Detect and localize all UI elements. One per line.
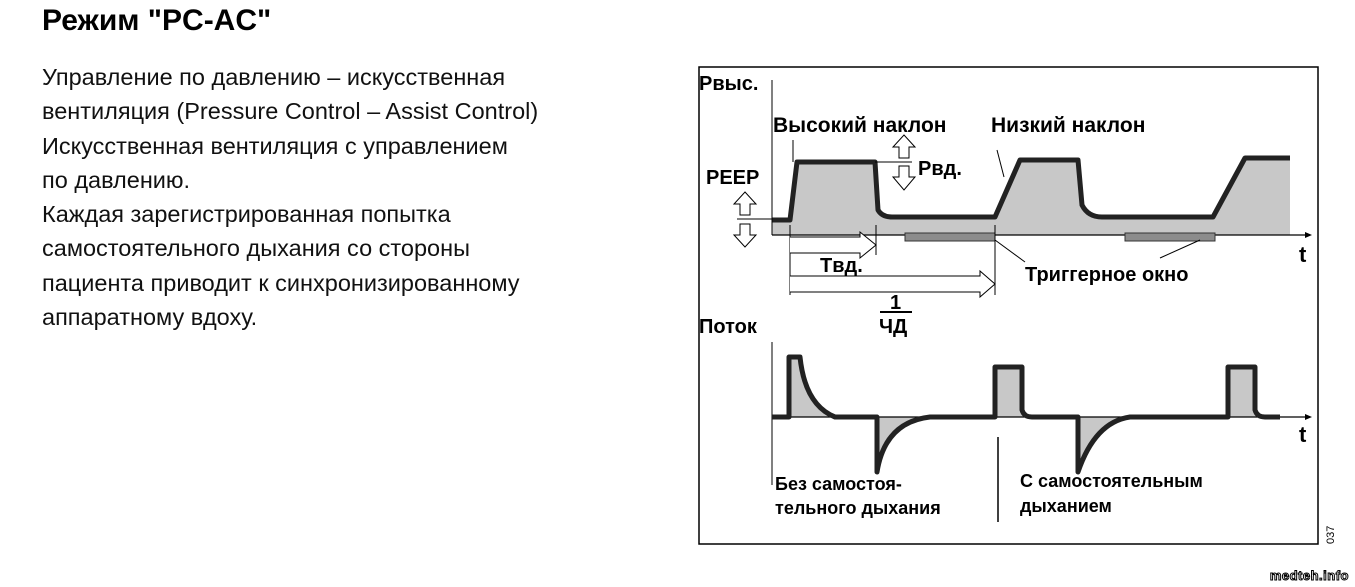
page-title: Режим "PC-AC"	[42, 4, 272, 37]
description-line: Управление по давлению – искусственная	[42, 64, 506, 90]
arrow-head	[1305, 414, 1312, 420]
flow-axis-label: Поток	[699, 316, 758, 338]
trigger-window-1	[904, 232, 996, 242]
pinsp-label: Pвд.	[918, 158, 962, 180]
time-label: t	[1299, 242, 1307, 267]
tinsp-arrow	[790, 230, 877, 260]
description-line: вентиляция (Pressure Control – Assist Co…	[42, 98, 539, 125]
peep-up-arrow-icon	[732, 191, 758, 216]
time-label: t	[1299, 422, 1307, 447]
no-spont-label-1: Без самостоя-	[775, 474, 902, 494]
trigger-window-label: Триггерное окно	[1025, 264, 1188, 286]
pinsp-down-arrow-icon	[891, 165, 917, 191]
peep-down-arrow-icon	[732, 223, 758, 248]
peep-label: PEEP	[706, 167, 759, 189]
watermark: medteh.info	[1269, 568, 1349, 584]
leader-line	[994, 239, 1026, 263]
period-arrow	[790, 269, 996, 299]
description-line: пациента приводит к синхронизированному	[42, 269, 520, 296]
high-slope-label: Высокий наклон	[773, 114, 946, 137]
description-line: самостоятельного дыхания со стороны	[42, 235, 470, 262]
figure-number: 037	[1325, 526, 1337, 544]
pressure-curve	[772, 155, 1290, 223]
flow-curve	[772, 354, 1280, 475]
description-line: по давлению.	[42, 166, 191, 193]
arrow-head	[1305, 232, 1312, 238]
description: Управление по давлению – искусственная в…	[42, 60, 538, 334]
spont-label-2: дыханием	[1020, 496, 1112, 516]
description-line: аппаратному вдоху.	[42, 304, 258, 331]
leader-line	[996, 149, 1005, 178]
diagram-frame	[698, 66, 1319, 545]
pinsp-up-arrow-icon	[891, 134, 917, 159]
low-slope-label: Низкий наклон	[991, 114, 1145, 137]
period-denominator: ЧД	[879, 316, 907, 338]
pressure-axis-label: Pвыс.	[699, 73, 758, 95]
description-line: Каждая зарегистрированная попытка	[42, 201, 451, 228]
trigger-window-2	[1124, 232, 1216, 242]
no-spont-label-2: тельного дыхания	[775, 498, 941, 518]
spont-label-1: С самостоятельным	[1020, 471, 1203, 491]
leader-line	[1159, 239, 1201, 259]
period-numerator: 1	[890, 292, 901, 314]
tinsp-label: Tвд.	[820, 255, 863, 277]
description-line: Искусственная вентиляция с управлением	[42, 132, 508, 159]
pressure-fill	[772, 158, 1290, 235]
